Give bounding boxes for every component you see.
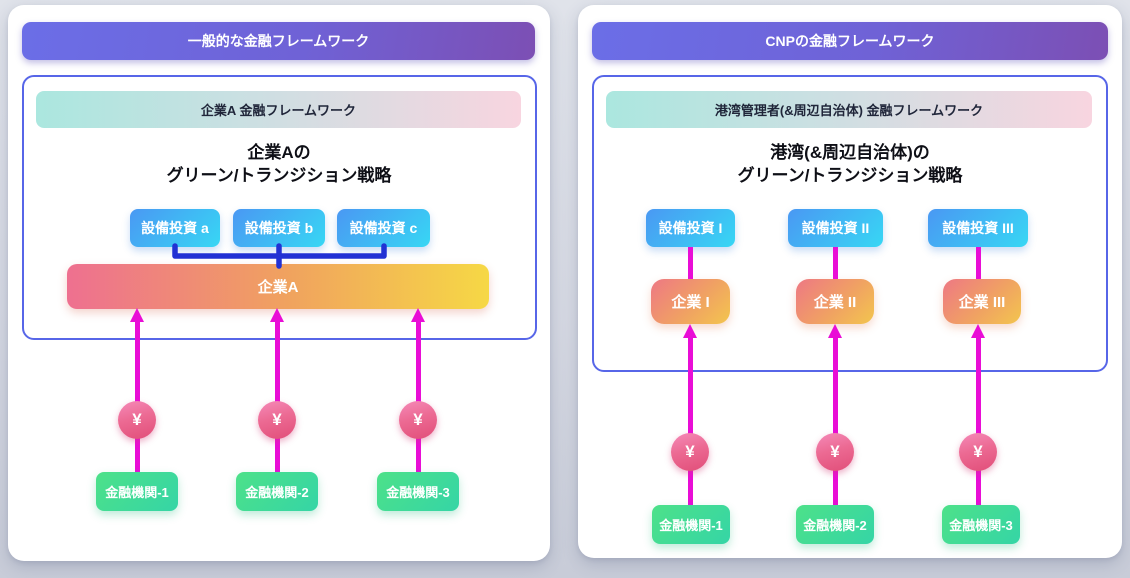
strategy-title-line2: グリーン/トランジション戦略: [737, 166, 963, 185]
institution-box-2: 金融機関-2: [236, 472, 318, 511]
investment-box-c: 設備投資 c: [337, 209, 430, 247]
general-framework-banner: 一般的な金融フレームワーク: [22, 22, 535, 60]
institution-box-1: 金融機関-1: [96, 472, 178, 511]
yen-flow-badge-2: ¥: [816, 433, 854, 471]
yen-icon: ¥: [132, 410, 142, 429]
institution-2-label: 金融機関-2: [245, 485, 309, 500]
cnp-framework-banner: CNPの金融フレームワーク: [592, 22, 1108, 60]
port-strategy-title: 港湾(&周辺自治体)の グリーン/トランジション戦略: [578, 141, 1122, 187]
company-1-label: 企業 I: [671, 294, 710, 311]
institution-box-3: 金融機関-3: [942, 505, 1020, 544]
flow-arrowhead-3: [971, 324, 985, 338]
investment-box-3-label: 設備投資 III: [942, 220, 1014, 236]
institution-box-2: 金融機関-2: [796, 505, 874, 544]
investment-box-a-label: 設備投資 a: [141, 220, 209, 236]
company-a-framework-header-label: 企業A 金融フレームワーク: [200, 103, 357, 118]
company-3-label: 企業 III: [958, 294, 1006, 311]
yen-flow-badge-1: ¥: [671, 433, 709, 471]
investment-box-c-label: 設備投資 c: [349, 220, 418, 236]
company-a-strategy-title: 企業Aの グリーン/トランジション戦略: [8, 141, 550, 187]
investment-box-3: 設備投資 III: [928, 209, 1028, 247]
investment-box-1: 設備投資 I: [646, 209, 735, 247]
flow-line-2: [832, 335, 838, 505]
cnp-framework-banner-label: CNPの金融フレームワーク: [765, 33, 935, 49]
flow-arrowhead-2: [828, 324, 842, 338]
yen-flow-badge-3: ¥: [399, 401, 437, 439]
investment-box-a: 設備投資 a: [130, 209, 220, 247]
port-authority-framework-box: [592, 75, 1108, 372]
institution-2-label: 金融機関-2: [803, 518, 867, 533]
institution-3-label: 金融機関-3: [386, 485, 450, 500]
company-invest-line-3: [975, 247, 981, 279]
general-framework-banner-label: 一般的な金融フレームワーク: [187, 33, 370, 49]
company-a-box: 企業A: [67, 264, 489, 309]
company-2-label: 企業 II: [813, 294, 857, 311]
company-box-1: 企業 I: [651, 279, 730, 324]
company-invest-line-1: [687, 247, 693, 279]
general-framework-panel: 一般的な金融フレームワーク 企業A 金融フレームワーク 企業Aの グリーン/トラ…: [8, 5, 550, 561]
strategy-title-line1: 企業Aの: [247, 143, 311, 162]
yen-icon: ¥: [973, 442, 983, 461]
investment-box-2-label: 設備投資 II: [801, 220, 870, 236]
port-authority-framework-header-label: 港湾管理者(&周辺自治体) 金融フレームワーク: [714, 103, 984, 118]
yen-icon: ¥: [685, 442, 695, 461]
flow-line-3: [975, 335, 981, 505]
yen-flow-badge-2: ¥: [258, 401, 296, 439]
flow-arrowhead-1: [130, 308, 144, 322]
yen-icon: ¥: [413, 410, 423, 429]
institution-3-label: 金融機関-3: [949, 518, 1013, 533]
yen-icon: ¥: [830, 442, 840, 461]
flow-line-1: [687, 335, 693, 505]
investment-box-1-label: 設備投資 I: [658, 220, 723, 236]
investment-box-b-label: 設備投資 b: [244, 220, 314, 236]
institution-box-1: 金融機関-1: [652, 505, 730, 544]
strategy-title-line1: 港湾(&周辺自治体)の: [770, 143, 930, 162]
flow-arrowhead-1: [683, 324, 697, 338]
company-box-3: 企業 III: [943, 279, 1021, 324]
company-a-framework-header: 企業A 金融フレームワーク: [36, 91, 521, 128]
institution-1-label: 金融機関-1: [659, 518, 723, 533]
investment-box-2: 設備投資 II: [788, 209, 883, 247]
institution-box-3: 金融機関-3: [377, 472, 459, 511]
institution-1-label: 金融機関-1: [105, 485, 169, 500]
flow-arrowhead-3: [411, 308, 425, 322]
flow-arrowhead-2: [270, 308, 284, 322]
flow-line-1: [134, 319, 140, 472]
company-box-2: 企業 II: [796, 279, 874, 324]
flow-line-2: [274, 319, 280, 472]
cnp-framework-panel: CNPの金融フレームワーク 港湾管理者(&周辺自治体) 金融フレームワーク 港湾…: [578, 5, 1122, 558]
yen-flow-badge-3: ¥: [959, 433, 997, 471]
company-a-label: 企業A: [257, 279, 299, 296]
company-invest-line-2: [832, 247, 838, 279]
yen-icon: ¥: [272, 410, 282, 429]
port-authority-framework-header: 港湾管理者(&周辺自治体) 金融フレームワーク: [606, 91, 1092, 128]
yen-flow-badge-1: ¥: [118, 401, 156, 439]
investment-box-b: 設備投資 b: [233, 209, 325, 247]
strategy-title-line2: グリーン/トランジション戦略: [166, 166, 392, 185]
company-a-framework-box: [22, 75, 537, 340]
flow-line-3: [415, 319, 421, 472]
